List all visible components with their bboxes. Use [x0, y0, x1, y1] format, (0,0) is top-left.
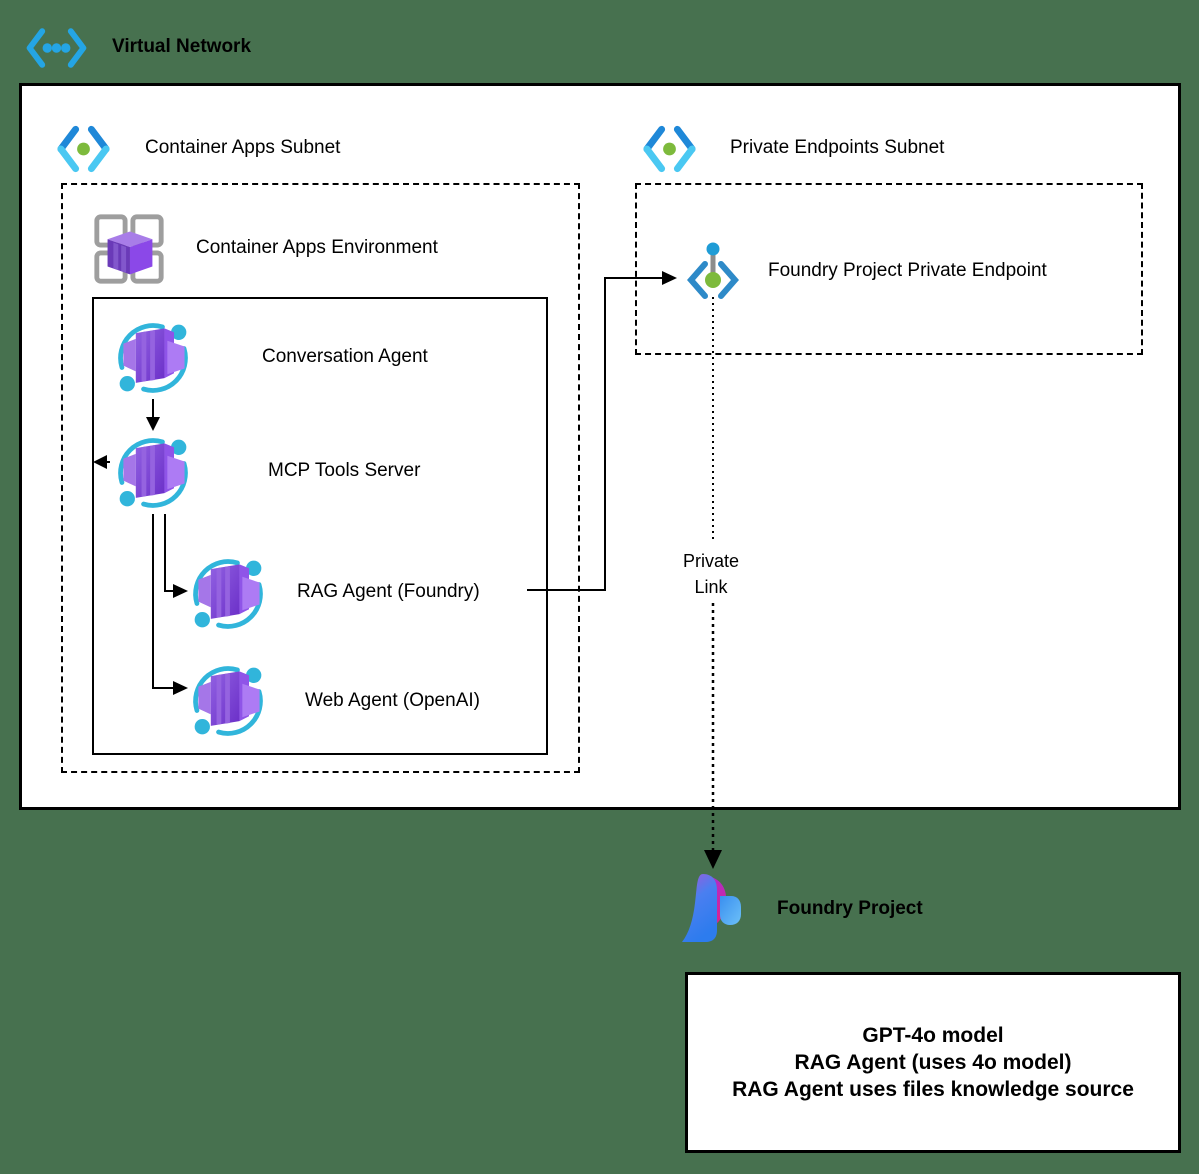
container-apps-subnet-icon: [55, 123, 112, 175]
container-app-icon: [185, 658, 271, 744]
private-endpoints-subnet-label: Private Endpoints Subnet: [730, 137, 945, 158]
virtual-network-label: Virtual Network: [112, 36, 252, 57]
virtual-network-icon: [20, 27, 93, 69]
container-app-icon: [185, 551, 271, 637]
mcp-tools-server-label: MCP Tools Server: [268, 460, 421, 481]
container-apps-environment-icon: [90, 210, 168, 288]
note-line: GPT-4o model: [862, 1024, 1004, 1047]
rag-agent-label: RAG Agent (Foundry): [297, 581, 480, 602]
private-endpoints-subnet-box: [635, 183, 1143, 355]
conversation-agent-label: Conversation Agent: [262, 346, 428, 367]
note-line: RAG Agent uses files knowledge source: [732, 1078, 1134, 1101]
private-endpoint-label: Foundry Project Private Endpoint: [768, 260, 1047, 281]
private-link-label: Private Link: [682, 551, 740, 597]
container-apps-environment-label: Container Apps Environment: [196, 237, 438, 258]
container-apps-subnet-label: Container Apps Subnet: [145, 137, 341, 158]
note-line: RAG Agent (uses 4o model): [794, 1051, 1072, 1074]
private-endpoint-icon: [681, 242, 745, 314]
web-agent-label: Web Agent (OpenAI): [305, 690, 480, 711]
foundry-project-label: Foundry Project: [777, 898, 923, 919]
foundry-project-icon: [679, 868, 745, 948]
notes-box: GPT-4o model RAG Agent (uses 4o model) R…: [685, 972, 1181, 1153]
container-app-icon: [110, 430, 196, 516]
container-app-icon: [110, 315, 196, 401]
private-endpoints-subnet-icon: [641, 123, 698, 175]
